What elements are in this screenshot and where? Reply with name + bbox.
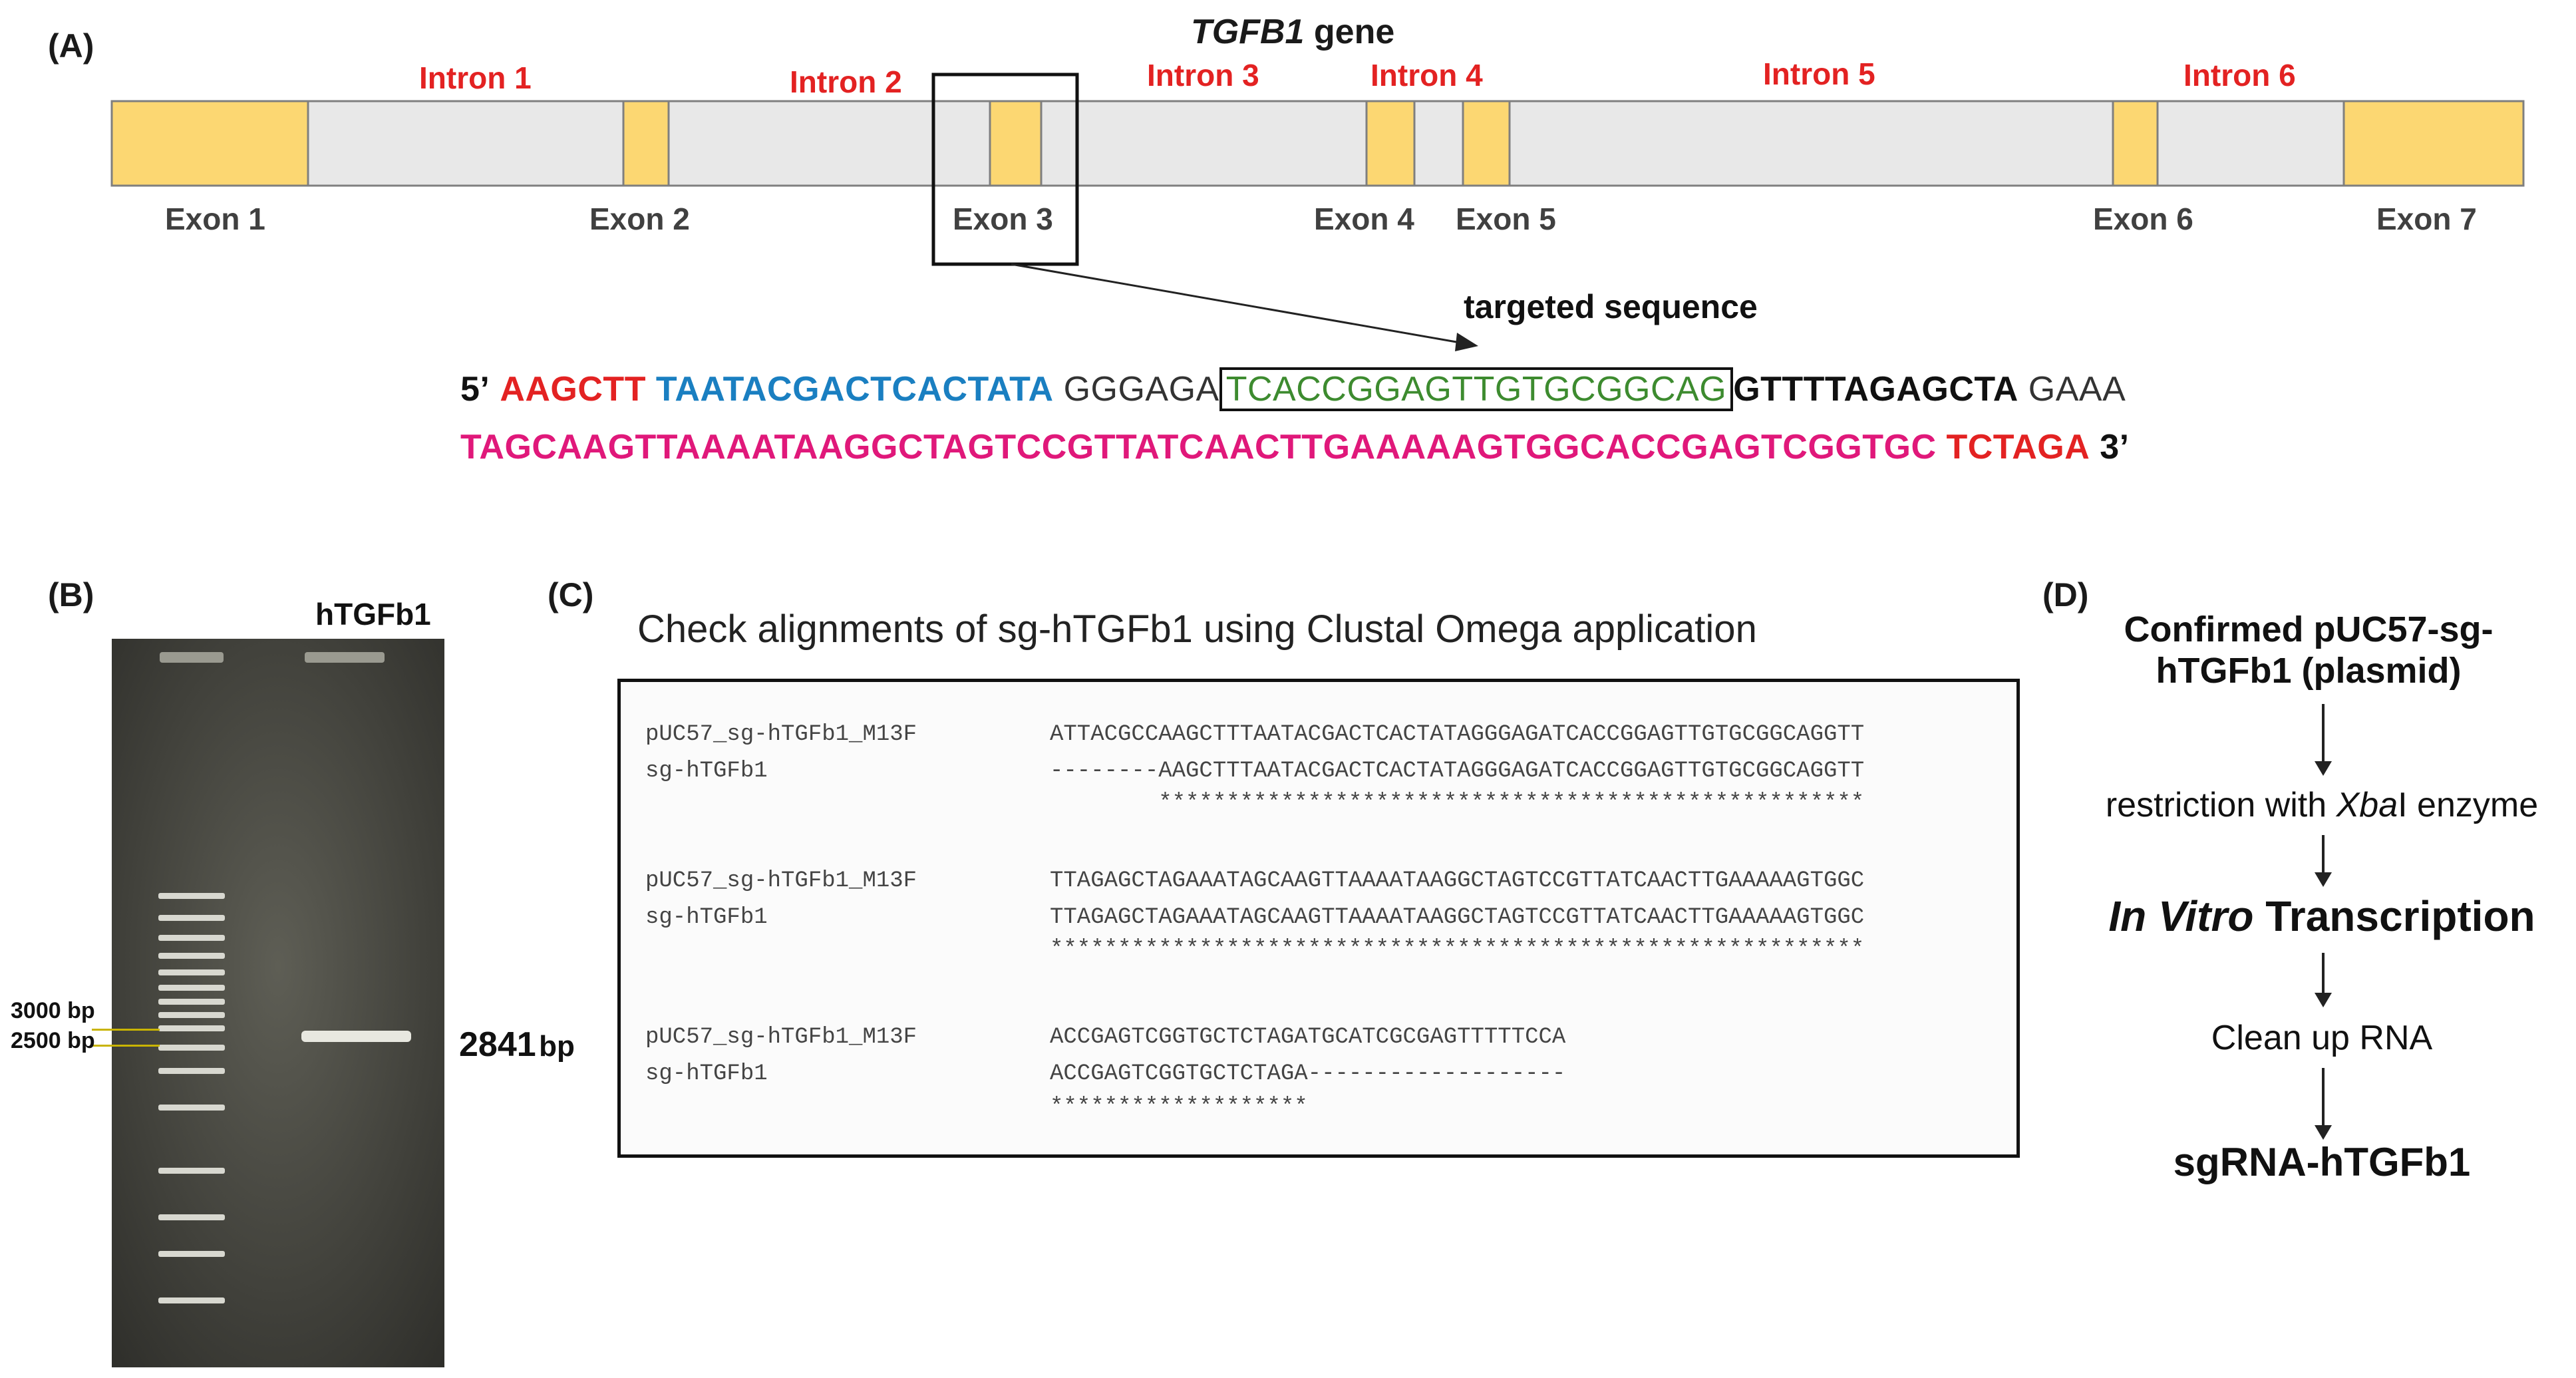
- exon-6-block: [2112, 100, 2159, 187]
- intron-label-1: Intron 1: [419, 61, 532, 95]
- alignment-row-name: sg-hTGFb1: [645, 905, 768, 930]
- panel-b-label: (B): [48, 576, 94, 613]
- zoom-arrow-head: [1455, 333, 1478, 351]
- gel-image: [112, 639, 444, 1367]
- panel-a-label: (A): [48, 27, 94, 65]
- panel-c-label: (C): [548, 576, 594, 613]
- scaffold-start: GTTTTAGAGCTA: [1733, 370, 2018, 409]
- five-prime-label: 5’: [460, 370, 490, 409]
- alignment-row-seq: TTAGAGCTAGAAATAGCAAGTTAAAATAAGGCTAGTCCGT…: [1050, 868, 1865, 894]
- restriction-text-pre: restriction with: [2105, 786, 2336, 824]
- alignment-row-seq: ACCGAGTCGGTGCTCTAGATGCATCGCGAGTTTTTCCA: [1050, 1025, 1566, 1050]
- exon-label-1: Exon 1: [165, 202, 265, 236]
- alignment-conservation: ****************************************…: [1050, 937, 1865, 962]
- restriction-text-post: I enzyme: [2398, 786, 2539, 824]
- workflow-step-ivt: In Vitro Transcription: [2076, 892, 2568, 941]
- exon-7-block: [2342, 100, 2525, 187]
- marker-label-2500: 2500 bp: [11, 1028, 95, 1053]
- exon-2-block: [622, 100, 670, 187]
- alignment-row-name: sg-hTGFb1: [645, 1061, 768, 1087]
- gene-title-italic: TGFB1: [1191, 13, 1305, 51]
- band-size-value: 2841: [459, 1025, 536, 1064]
- ggg-segment: GGGAGA: [1063, 370, 1219, 409]
- exon-label-5: Exon 5: [1456, 202, 1556, 236]
- sequence-line-2: TAGCAAGTTAAAATAAGGCTAGTCCGTTATCAACTTGAAA…: [460, 427, 2130, 467]
- marker-line-3000: [92, 1029, 160, 1031]
- panel-d-label: (D): [2042, 576, 2089, 613]
- intron-label-4: Intron 4: [1370, 58, 1483, 92]
- intron-label-3: Intron 3: [1147, 58, 1259, 92]
- band-size-label: 2841 bp: [459, 1025, 575, 1065]
- xbai-site: TCTAGA: [1946, 428, 2090, 466]
- gel-sample-band: [301, 1031, 411, 1042]
- gene-title: TGFB1 gene: [1191, 12, 1394, 52]
- exon-label-3: Exon 3: [953, 202, 1053, 236]
- alignment-row-seq: TTAGAGCTAGAAATAGCAAGTTAAAATAAGGCTAGTCCGT…: [1050, 905, 1865, 930]
- targeted-sequence-label: targeted sequence: [1464, 288, 1758, 325]
- alignment-title: Check alignments of sg-hTGFb1 using Clus…: [637, 607, 1757, 651]
- exon-label-7: Exon 7: [2376, 202, 2477, 236]
- exon-4-block: [1365, 100, 1416, 187]
- gene-structure-diagram: [110, 73, 2525, 351]
- restriction-enzyme-italic: Xba: [2336, 786, 2398, 824]
- workflow-arrow-2: [2315, 835, 2332, 887]
- alignment-row-name: sg-hTGFb1: [645, 759, 768, 784]
- gene-title-rest: gene: [1304, 13, 1395, 51]
- alignment-row-seq: ACCGAGTCGGTGCTCTAGA-------------------: [1050, 1061, 1566, 1087]
- workflow-arrow-4: [2315, 1068, 2332, 1140]
- exon-1-block: [110, 100, 309, 187]
- intron-label-2: Intron 2: [790, 65, 902, 99]
- scaffold-sequence: TAGCAAGTTAAAATAAGGCTAGTCCGTTATCAACTTGAAA…: [460, 428, 1937, 466]
- exon-3-highlight-box: [931, 73, 1079, 266]
- t7-promoter: TAATACGACTCACTATA: [655, 370, 1054, 409]
- workflow-arrow-3: [2315, 953, 2332, 1007]
- ivt-text: Transcription: [2253, 892, 2535, 940]
- marker-label-3000: 3000 bp: [11, 998, 95, 1023]
- alignment-row-name: pUC57_sg-hTGFb1_M13F: [645, 722, 917, 747]
- alignment-box: [617, 679, 2020, 1158]
- hindiii-site: AAGCTT: [500, 370, 646, 409]
- exon-label-4: Exon 4: [1314, 202, 1414, 236]
- workflow-step-cleanup: Clean up RNA: [2211, 1019, 2433, 1057]
- gaaa-segment: GAAA: [2028, 370, 2126, 409]
- zoom-arrow-line: [1011, 263, 1461, 344]
- alignment-row-name: pUC57_sg-hTGFb1_M13F: [645, 1025, 917, 1050]
- gel-well-sample: [305, 652, 385, 663]
- marker-line-2500: [92, 1045, 160, 1047]
- intron-label-6: Intron 6: [2183, 58, 2296, 92]
- alignment-conservation: *******************: [1050, 1095, 1308, 1120]
- exon-5-block: [1462, 100, 1511, 187]
- alignment-conservation: ****************************************…: [1050, 790, 1865, 816]
- alignment-row-seq: --------AAGCTTTAATACGACTCACTATAGGGAGATCA…: [1050, 759, 1865, 784]
- gel-ladder-bands: [158, 893, 225, 1303]
- exon-3-block: [989, 100, 1043, 187]
- target-sequence-box: TCACCGGAGTTGTGCGGCAG: [1219, 367, 1734, 411]
- band-size-unit: bp: [539, 1030, 575, 1063]
- alignment-row-seq: ATTACGCCAAGCTTTAATACGACTCACTATAGGGAGATCA…: [1050, 722, 1865, 747]
- gel-well-ladder: [160, 652, 224, 663]
- workflow-arrow-1: [2315, 704, 2332, 776]
- alignment-row-name: pUC57_sg-hTGFb1_M13F: [645, 868, 917, 894]
- intron-label-5: Intron 5: [1763, 57, 1875, 91]
- gel-lane-label: hTGFb1: [315, 597, 431, 631]
- workflow-step-confirmed-plasmid: Confirmed pUC57-sg-hTGFb1 (plasmid): [2124, 609, 2494, 691]
- workflow-step-sgrna: sgRNA-hTGFb1: [2173, 1140, 2471, 1184]
- gene-intron-backbone: [110, 100, 2525, 187]
- exon-label-2: Exon 2: [589, 202, 690, 236]
- exon-label-6: Exon 6: [2093, 202, 2193, 236]
- three-prime-label: 3’: [2100, 428, 2130, 466]
- workflow-step-restriction: restriction with XbaI enzyme: [2076, 785, 2568, 825]
- ivt-italic: In Vitro: [2108, 892, 2254, 940]
